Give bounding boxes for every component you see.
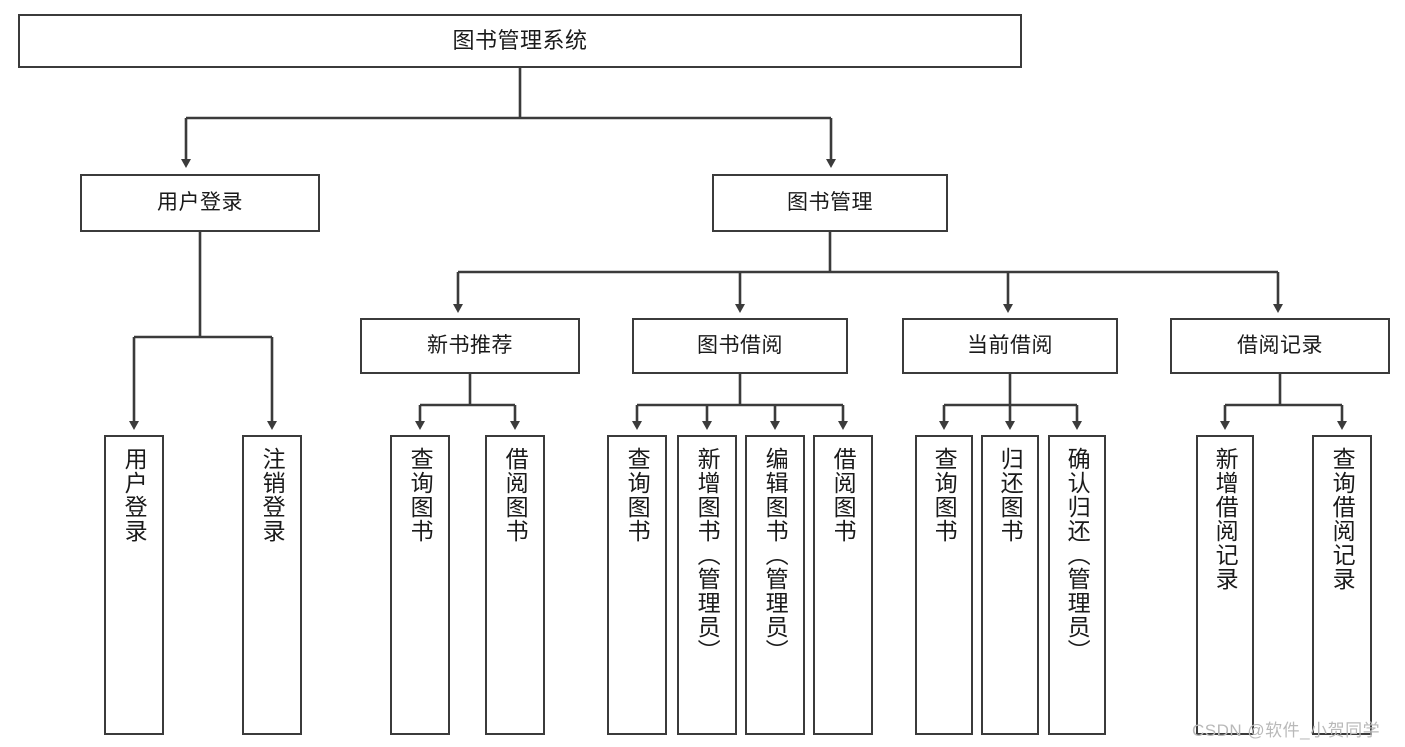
leaf-query-book-borrow-label: 查询图书 [624,447,651,543]
leaf-confirm-return-admin[interactable]: 确认归还（管理员） [1048,435,1106,735]
node-book-borrow[interactable]: 图书借阅 [632,318,848,374]
leaf-add-book-admin[interactable]: 新增图书（管理员） [677,435,737,735]
node-book-management[interactable]: 图书管理 [712,174,948,232]
node-new-book-recommend[interactable]: 新书推荐 [360,318,580,374]
leaf-add-book-admin-label: 新增图书（管理员） [694,447,721,663]
leaf-query-borrow-record-label: 查询借阅记录 [1329,447,1356,591]
node-new-book-recommend-label: 新书推荐 [427,333,513,357]
node-root-label: 图书管理系统 [452,28,588,54]
node-book-borrow-label: 图书借阅 [697,333,783,357]
leaf-query-book-newbook[interactable]: 查询图书 [390,435,450,735]
leaf-borrow-book-newbook-label: 借阅图书 [502,447,529,543]
node-borrow-record[interactable]: 借阅记录 [1170,318,1390,374]
leaf-borrow-book-label: 借阅图书 [830,447,857,543]
leaf-add-borrow-record[interactable]: 新增借阅记录 [1196,435,1254,735]
node-borrow-record-label: 借阅记录 [1237,333,1323,357]
node-current-borrow[interactable]: 当前借阅 [902,318,1118,374]
node-root[interactable]: 图书管理系统 [18,14,1022,68]
leaf-logout-label: 注销登录 [259,447,286,543]
leaf-edit-book-admin[interactable]: 编辑图书（管理员） [745,435,805,735]
leaf-return-book-label: 归还图书 [997,447,1024,543]
node-book-management-label: 图书管理 [787,190,873,214]
leaf-query-book-current-label: 查询图书 [931,447,958,543]
leaf-query-book-current[interactable]: 查询图书 [915,435,973,735]
node-current-borrow-label: 当前借阅 [967,333,1053,357]
leaf-borrow-book[interactable]: 借阅图书 [813,435,873,735]
node-user-login-label: 用户登录 [157,190,243,214]
leaf-query-borrow-record[interactable]: 查询借阅记录 [1312,435,1372,735]
leaf-user-login-label: 用户登录 [121,447,148,543]
leaf-confirm-return-admin-label: 确认归还（管理员） [1064,447,1091,663]
node-user-login[interactable]: 用户登录 [80,174,320,232]
leaf-query-book-borrow[interactable]: 查询图书 [607,435,667,735]
leaf-user-login[interactable]: 用户登录 [104,435,164,735]
leaf-return-book[interactable]: 归还图书 [981,435,1039,735]
leaf-borrow-book-newbook[interactable]: 借阅图书 [485,435,545,735]
leaf-query-book-newbook-label: 查询图书 [407,447,434,543]
leaf-add-borrow-record-label: 新增借阅记录 [1212,447,1239,591]
leaf-logout[interactable]: 注销登录 [242,435,302,735]
leaf-edit-book-admin-label: 编辑图书（管理员） [762,447,789,663]
